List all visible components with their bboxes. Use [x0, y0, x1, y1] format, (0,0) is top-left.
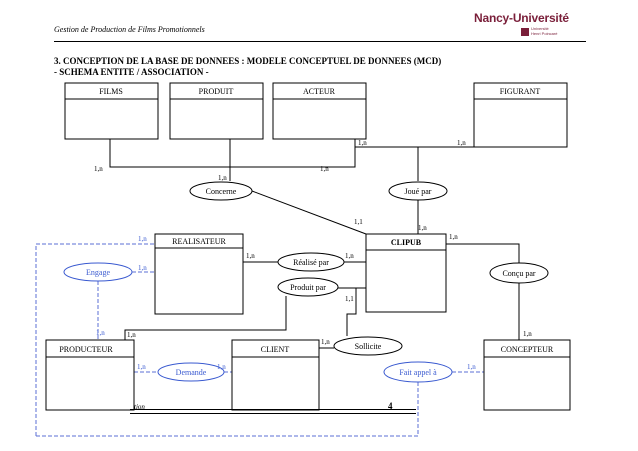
assoc-fait-appel-label: Fait appel à [399, 368, 437, 377]
assoc-concerne-label: Concerne [206, 187, 237, 196]
dashed-link-engage-frame [35, 243, 155, 436]
assoc-joue-par-label: Joué par [405, 187, 432, 196]
card-producteur-demande: 1,n [137, 363, 146, 371]
assoc-demande-label: Demande [176, 368, 207, 377]
entity-clipub-title: CLIPUB [391, 238, 422, 247]
logo-subtitle-1: Université [531, 26, 549, 31]
assoc-engage-label: Engage [86, 268, 110, 277]
assoc-sollicite-label: Sollicite [355, 342, 382, 351]
card-producteur-engage: 1,n [96, 329, 105, 337]
university-logo-mark: Université Henri Poincaré [521, 27, 583, 37]
section-title: 3. CONCEPTION DE LA BASE DE DONNEES : MO… [54, 56, 574, 78]
entity-acteur: ACTEUR [272, 82, 367, 140]
entity-films: FILMS [64, 82, 159, 140]
entity-client: CLIENT [231, 339, 320, 411]
card-acteur: 1,n [320, 165, 329, 173]
card-films: 1,n [94, 165, 103, 173]
card-producteur-produit: 1,n [127, 331, 136, 339]
entity-client-title: CLIENT [261, 345, 290, 354]
link-concerne-clipub [251, 190, 367, 235]
footer-text: tion [134, 403, 145, 411]
section-title-line2: - SCHEMA ENTITE / ASSOCIATION - [54, 67, 209, 77]
card-clipub-produit: 1,1 [345, 295, 354, 303]
card-produit: 1,n [218, 174, 227, 182]
assoc-concu-par: Conçu par [489, 262, 549, 284]
assoc-produit-par: Produit par [277, 277, 339, 297]
page-number: 4 [388, 401, 393, 411]
card-figurant: 1,n [457, 139, 466, 147]
logo-bar-icon [521, 28, 529, 36]
entity-produit: PRODUIT [169, 82, 264, 140]
card-concepteur-fait: 1,n [467, 363, 476, 371]
assoc-realise-par-label: Réalisé par [293, 258, 329, 267]
university-logo: Nancy-Université [474, 11, 569, 25]
assoc-concu-par-label: Conçu par [502, 269, 535, 278]
card-realisateur-realise: 1,n [246, 252, 255, 260]
assoc-joue-par: Joué par [388, 181, 448, 201]
assoc-sollicite: Sollicite [333, 336, 403, 356]
link-clipub-sollicite [346, 288, 357, 336]
card-clipub-concu: 1,n [449, 233, 458, 241]
card-realisateur-engage: 1,n [138, 264, 147, 272]
card-realisateur-engage-top: 1,n [138, 235, 147, 243]
entity-produit-title: PRODUIT [199, 87, 234, 96]
assoc-demande: Demande [157, 362, 225, 382]
assoc-fait-appel: Fait appel à [383, 361, 453, 383]
entity-realisateur: REALISATEUR [154, 233, 244, 315]
entity-concepteur-title: CONCEPTEUR [501, 345, 554, 354]
card-clipub-concerne: 1,1 [354, 218, 363, 226]
entity-figurant: FIGURANT [473, 82, 568, 148]
dashed-link-fait-appel-frame [36, 382, 419, 437]
entity-clipub: CLIPUB [365, 233, 447, 313]
card-concepteur-concu: 1,n [523, 330, 532, 338]
entity-figurant-title: FIGURANT [500, 87, 541, 96]
document-title: Gestion de Production de Films Promotion… [54, 25, 205, 34]
entity-concepteur: CONCEPTEUR [483, 339, 571, 411]
link-producteur-produit [124, 296, 287, 340]
card-acteur-joue: 1,n [358, 139, 367, 147]
assoc-realise-par: Réalisé par [277, 252, 345, 272]
assoc-produit-par-label: Produit par [290, 283, 326, 292]
entity-producteur-title: PRODUCTEUR [59, 345, 113, 354]
entity-films-title: FILMS [99, 87, 123, 96]
link-films-concerne [109, 139, 356, 168]
assoc-concerne: Concerne [189, 181, 253, 201]
card-clipub-realise: 1,n [345, 252, 354, 260]
entity-acteur-title: ACTEUR [303, 87, 336, 96]
entity-realisateur-title: REALISATEUR [172, 237, 226, 246]
header-rule [54, 41, 586, 42]
entity-producteur: PRODUCTEUR [45, 339, 135, 411]
card-client-sollicite: 1,n [321, 338, 330, 346]
footer-rule [130, 409, 416, 414]
section-title-line1: 3. CONCEPTION DE LA BASE DE DONNEES : MO… [54, 56, 442, 66]
assoc-engage: Engage [63, 262, 133, 282]
link-clipub-concu [446, 243, 520, 263]
card-clipub-joue: 1,n [418, 224, 427, 232]
card-client-demande: 1,n [217, 363, 226, 371]
logo-subtitle-2: Henri Poincaré [531, 31, 558, 36]
